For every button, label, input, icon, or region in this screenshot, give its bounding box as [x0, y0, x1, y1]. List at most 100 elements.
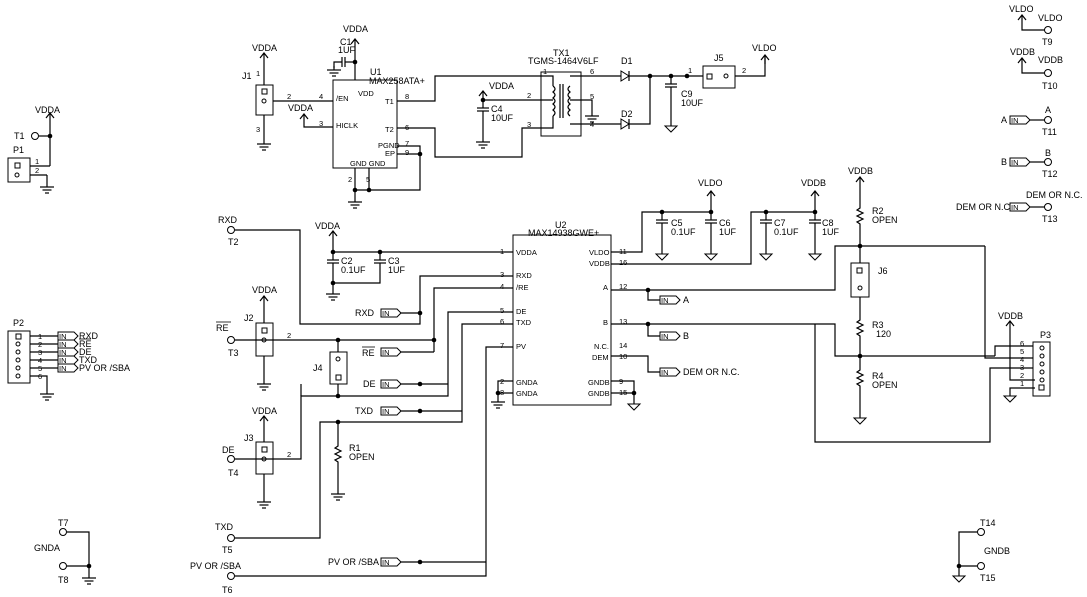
t13-dem: DEM OR N.C. [1026, 190, 1083, 200]
t12-label: T12 [1042, 169, 1058, 179]
t6-pv: PV OR /SBA [190, 561, 241, 571]
p3-p4: 4 [1020, 355, 1024, 364]
u2-lp1: VDDA [516, 248, 537, 257]
j5-vldo: VLDO [752, 43, 777, 53]
p2-in4: IN [59, 356, 67, 365]
u2-rp12: A [603, 283, 608, 292]
pv-in: IN [382, 558, 390, 567]
u1-n7: 7 [405, 139, 409, 148]
r2-vddb: VDDB [848, 166, 873, 176]
c5-c6-c7-c8-decoupling[interactable]: VLDO VDDB C5 0.1UF C6 1UF C7 0.1UF C8 1U… [611, 178, 840, 265]
c2-c3-decoupling[interactable]: VDDA C2 0.1UF C3 1UF [315, 221, 513, 301]
u1-max258[interactable]: U1 MAX258ATA+ /EN HICLK VDD T1 T2 PGND E… [288, 24, 425, 209]
c9-val: 10UF [681, 98, 704, 108]
re-in: IN [382, 348, 390, 357]
t10-vddb-arrow: VDDB [1010, 47, 1035, 57]
pv-net: PV OR /SBA [328, 557, 379, 567]
t11-testpoint[interactable]: A IN A T11 [1001, 105, 1057, 137]
p2-in3: IN [59, 348, 67, 357]
c9-ref: C9 [681, 89, 693, 99]
t13-label: T13 [1042, 214, 1058, 224]
t13-net-dem: DEM OR N.C. [956, 202, 1013, 212]
j5-jumper[interactable]: J5 2 VLDO [702, 43, 777, 89]
c8-vddb: VDDB [801, 178, 826, 188]
u1-n8: 8 [405, 92, 409, 101]
p2-sig-de: DE [79, 347, 92, 357]
t9-testpoint[interactable]: VLDO VLDO T9 [1009, 4, 1063, 47]
txd-in: IN [382, 407, 390, 416]
u2-max14938[interactable]: U2 MAX14938GWE+ VDDA RXD /RE DE TXD PV G… [490, 220, 642, 411]
r3-val: 120 [876, 329, 891, 339]
p3-p1: 1 [1020, 379, 1024, 388]
t3-label: T3 [228, 348, 239, 358]
t1-testpoint[interactable]: VDDA T1 [14, 105, 60, 166]
dem-net: DEM OR N.C. [683, 367, 740, 377]
t5-label: T5 [222, 545, 233, 555]
d1-diode[interactable]: D1 [620, 56, 705, 82]
t12-in: IN [1011, 158, 1019, 167]
p3-ref: P3 [1040, 330, 1051, 340]
tx1-transformer[interactable]: TX1 TGMS-1464V6LF 1 2 3 6 5 4 VDDA C4 10… [397, 48, 621, 158]
t2-testpoint[interactable]: RXD T2 IN RXD [218, 215, 513, 325]
c9-cap[interactable]: C9 10UF 1 [663, 66, 704, 133]
j3-ref: J3 [244, 433, 254, 443]
u2-rn13: 13 [619, 317, 627, 326]
tx1-ref: TX1 [553, 48, 570, 58]
u2-lp7: PV [516, 342, 526, 351]
c6-vldo: VLDO [698, 178, 723, 188]
p3-p3: 3 [1020, 363, 1024, 372]
u2-lp2: GNDA [516, 378, 538, 387]
rxd-in: IN [382, 309, 390, 318]
j1-p1: 1 [256, 69, 260, 78]
t14-label: T14 [980, 518, 996, 528]
p3-header[interactable]: P3 6 5 4 3 2 1 VDDB [998, 311, 1051, 403]
t5-testpoint[interactable]: TXD T5 R1 OPEN IN TXD [215, 323, 513, 555]
u2-rp10: DEM [592, 353, 609, 362]
t14-t15-testpoints[interactable]: T14 GNDB T15 [951, 518, 1010, 583]
t7-t8-testpoints[interactable]: T7 GNDA T8 [34, 518, 97, 585]
u1-n5: 5 [366, 175, 370, 184]
a-in: IN [661, 296, 669, 305]
t11-a: A [1045, 105, 1051, 115]
t12-testpoint[interactable]: B IN B T12 [1001, 148, 1058, 179]
t6-testpoint[interactable]: PV OR /SBA T6 IN PV OR /SBA [190, 346, 513, 595]
t2-rxd: RXD [218, 215, 238, 225]
b-in: IN [661, 332, 669, 341]
u1-part: MAX258ATA+ [369, 76, 425, 86]
u2-part: MAX14938GWE+ [528, 228, 599, 238]
bus-termination[interactable]: VDDB R2 OPEN J6 R3 120 R4 OPEN IN A [611, 166, 1035, 443]
r1-val: OPEN [349, 452, 375, 462]
d2-diode[interactable]: D2 [620, 73, 653, 130]
u2-ln6: 6 [500, 317, 504, 326]
j1-jumper[interactable]: VDDA 1 J1 2 3 [242, 43, 333, 151]
dem-in: IN [661, 368, 669, 377]
txd-net: TXD [355, 406, 374, 416]
a-net: A [683, 295, 689, 305]
t13-testpoint[interactable]: DEM OR N.C. IN DEM OR N.C. T13 [956, 190, 1083, 224]
u1-n3: 3 [319, 119, 323, 128]
tx1-part: TGMS-1464V6LF [528, 56, 599, 66]
t12-b: B [1045, 148, 1051, 158]
c7-val: 0.1UF [774, 227, 799, 237]
u1-pin-t1: T1 [385, 97, 394, 106]
u2-rp13: B [603, 318, 608, 327]
u2-lp8: GNDA [516, 389, 538, 398]
c5-val: 0.1UF [671, 227, 696, 237]
t4-label: T4 [228, 468, 239, 478]
u1-pin-t2: T2 [385, 125, 394, 134]
j4-jumper[interactable]: J4 [313, 337, 348, 399]
u2-ln4: 4 [500, 282, 504, 291]
u1-n9: 9 [405, 148, 409, 157]
p3-p6: 6 [1020, 339, 1024, 348]
tx1-p1: 1 [543, 67, 547, 76]
u2-rp16: VDDB [589, 259, 610, 268]
t10-testpoint[interactable]: VDDB VDDB T10 [1010, 47, 1063, 91]
j5-p2: 2 [742, 66, 746, 75]
p2-in1: IN [59, 332, 67, 341]
j1-p2: 2 [287, 92, 291, 101]
u2-ln7: 7 [500, 341, 504, 350]
j2-jumper[interactable]: VDDA J2 2 RE T3 IN RE [216, 285, 513, 391]
t15-label: T15 [980, 573, 996, 583]
j3-jumper[interactable]: VDDA J3 2 DE T4 IN DE [222, 311, 513, 509]
p2-header[interactable]: P2 1 2 3 4 5 6 IN IN IN IN IN RXD RE DE … [7, 318, 130, 401]
